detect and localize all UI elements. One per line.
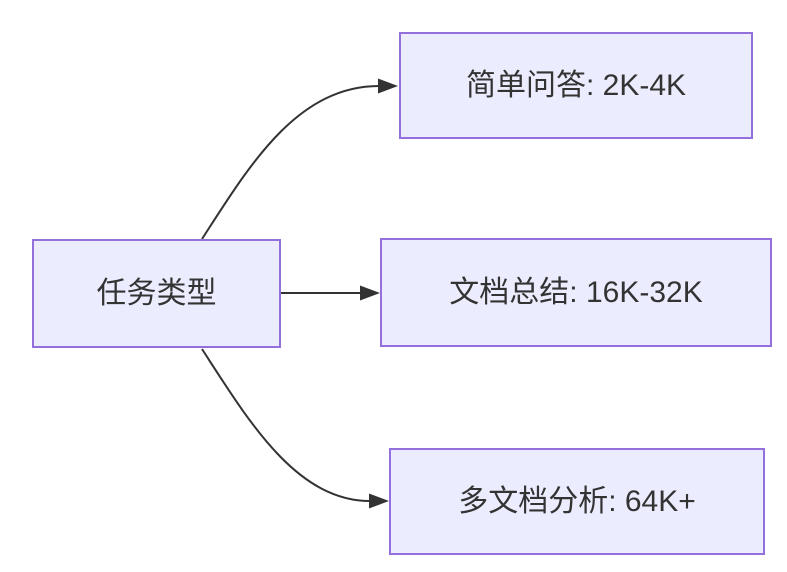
node-doc-summary-label: 文档总结: 16K-32K [449,275,703,309]
node-simple-qa: 简单问答: 2K-4K [399,32,753,139]
node-task-type-label: 任务类型 [96,276,217,310]
edge-root-to-branch1 [201,85,380,240]
node-multi-doc-analysis-label: 多文档分析: 64K+ [458,484,696,518]
node-task-type: 任务类型 [32,239,281,348]
node-multi-doc-analysis: 多文档分析: 64K+ [389,448,765,555]
node-doc-summary: 文档总结: 16K-32K [380,238,772,347]
edge-root-to-branch3 [201,348,371,502]
node-simple-qa-label: 简单问答: 2K-4K [465,68,687,102]
arrowhead-branch2-icon [360,285,380,301]
arrowhead-branch3-icon [369,493,389,509]
arrowhead-branch1-icon [378,78,398,94]
